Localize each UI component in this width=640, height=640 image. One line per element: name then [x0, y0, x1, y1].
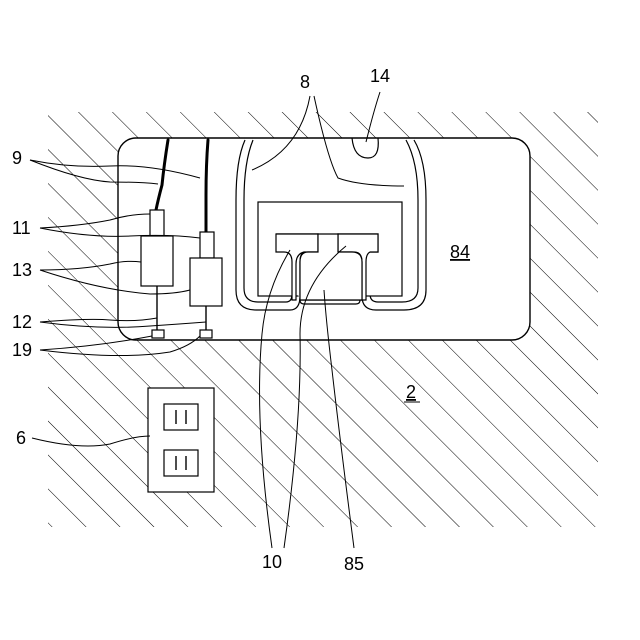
body-left-13	[141, 236, 173, 286]
label-84: 84	[450, 242, 470, 262]
outlet-socket-top	[164, 404, 198, 430]
label-13: 13	[12, 260, 32, 280]
connector-left-11	[150, 210, 164, 236]
label-10: 10	[262, 552, 282, 572]
label-9: 9	[12, 148, 22, 168]
connector-right-11	[200, 232, 214, 258]
label-19: 19	[12, 340, 32, 360]
label-6: 6	[16, 428, 26, 448]
body-right-13	[190, 258, 222, 306]
label-8: 8	[300, 72, 310, 92]
label-85: 85	[344, 554, 364, 574]
label-12: 12	[12, 312, 32, 332]
label-2: 2	[406, 382, 416, 402]
label-14: 14	[370, 66, 390, 86]
plug-right-19	[200, 330, 212, 338]
outlet-socket-bottom	[164, 450, 198, 476]
plug-left-19	[152, 330, 164, 338]
label-11: 11	[12, 218, 31, 238]
